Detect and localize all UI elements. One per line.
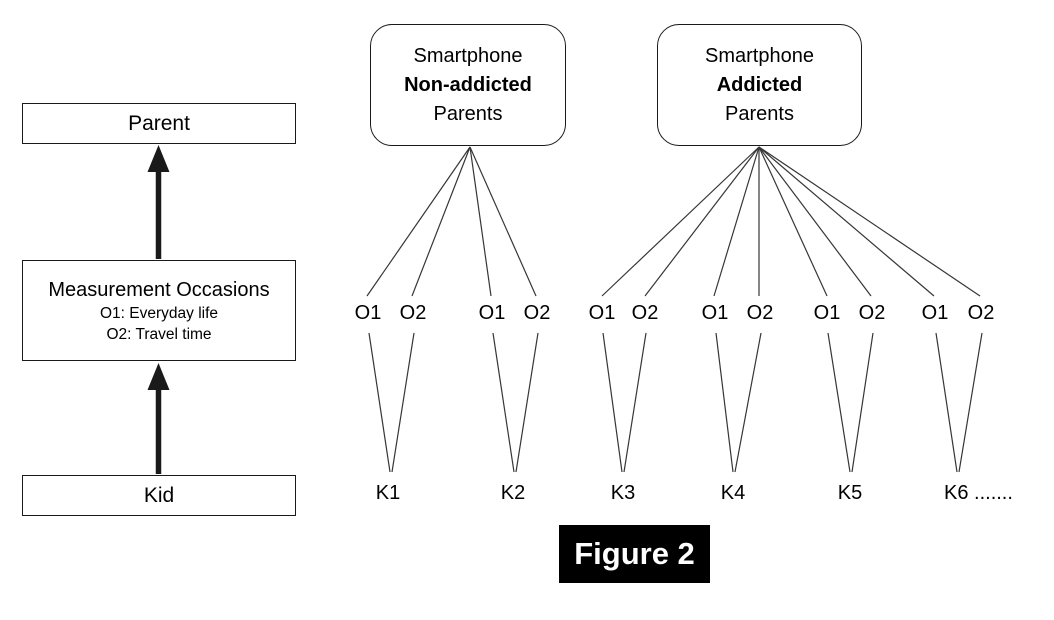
group-line1: Smartphone [413,44,523,67]
measurement-title: Measurement Occasions [48,278,270,301]
occasion-label-k1-o2: O2 [399,302,427,324]
group-line3: Parents [725,102,794,125]
kid-label-k5: K5 [837,482,863,504]
kid-label-k4: K4 [720,482,746,504]
v-connector-k5 [827,332,874,473]
occasion-2-description: O2: Travel time [106,325,212,343]
kid-label-k2: K2 [500,482,526,504]
occasion-label-k4-o1: O1 [701,302,729,324]
occasion-label-k2-o1: O1 [478,302,506,324]
v-connector-k2 [492,332,539,473]
occasion-label-k5-o1: O1 [813,302,841,324]
arrow-measurement-to-parent [147,145,170,259]
occasion-label-k2-o2: O2 [523,302,551,324]
group-line1: Smartphone [705,44,814,67]
kid-box: Kid [22,475,296,516]
v-connector-k1 [368,332,415,473]
occasion-label-k3-o2: O2 [631,302,659,324]
group-line2: Non-addicted [404,73,532,96]
figure-caption: Figure 2 [559,525,710,583]
v-connector-k4 [715,332,762,473]
parent-box: Parent [22,103,296,144]
kid-label-k3: K3 [610,482,636,504]
group-line3: Parents [433,102,503,125]
v-connector-k6 [935,332,983,473]
figure-caption-text: Figure 2 [574,536,695,571]
occasion-label-k4-o2: O2 [746,302,774,324]
fan-addicted [601,146,981,297]
kid-label-k6: K6 ....... [944,482,1013,504]
occasion-label-k3-o1: O1 [588,302,616,324]
occasion-label-k6-o2: O2 [967,302,995,324]
group-line2: Addicted [716,73,803,96]
occasion-label-k5-o2: O2 [858,302,886,324]
occasion-1-description: O1: Everyday life [99,304,219,322]
kid-label: Kid [143,483,175,507]
occasion-label-k6-o1: O1 [921,302,949,324]
parent-label: Parent [128,111,190,135]
arrow-kid-to-measurement [147,363,170,474]
v-connector-k3 [602,332,647,473]
occasion-label-k1-o1: O1 [354,302,382,324]
kid-label-k1: K1 [375,482,401,504]
group-box-nonaddicted-parents: Smartphone Non-addicted Parents [370,24,566,146]
group-box-addicted-parents: Smartphone Addicted Parents [657,24,862,146]
measurement-occasions-box: Measurement Occasions O1: Everyday life … [22,260,296,361]
fan-nonaddicted [366,146,537,297]
